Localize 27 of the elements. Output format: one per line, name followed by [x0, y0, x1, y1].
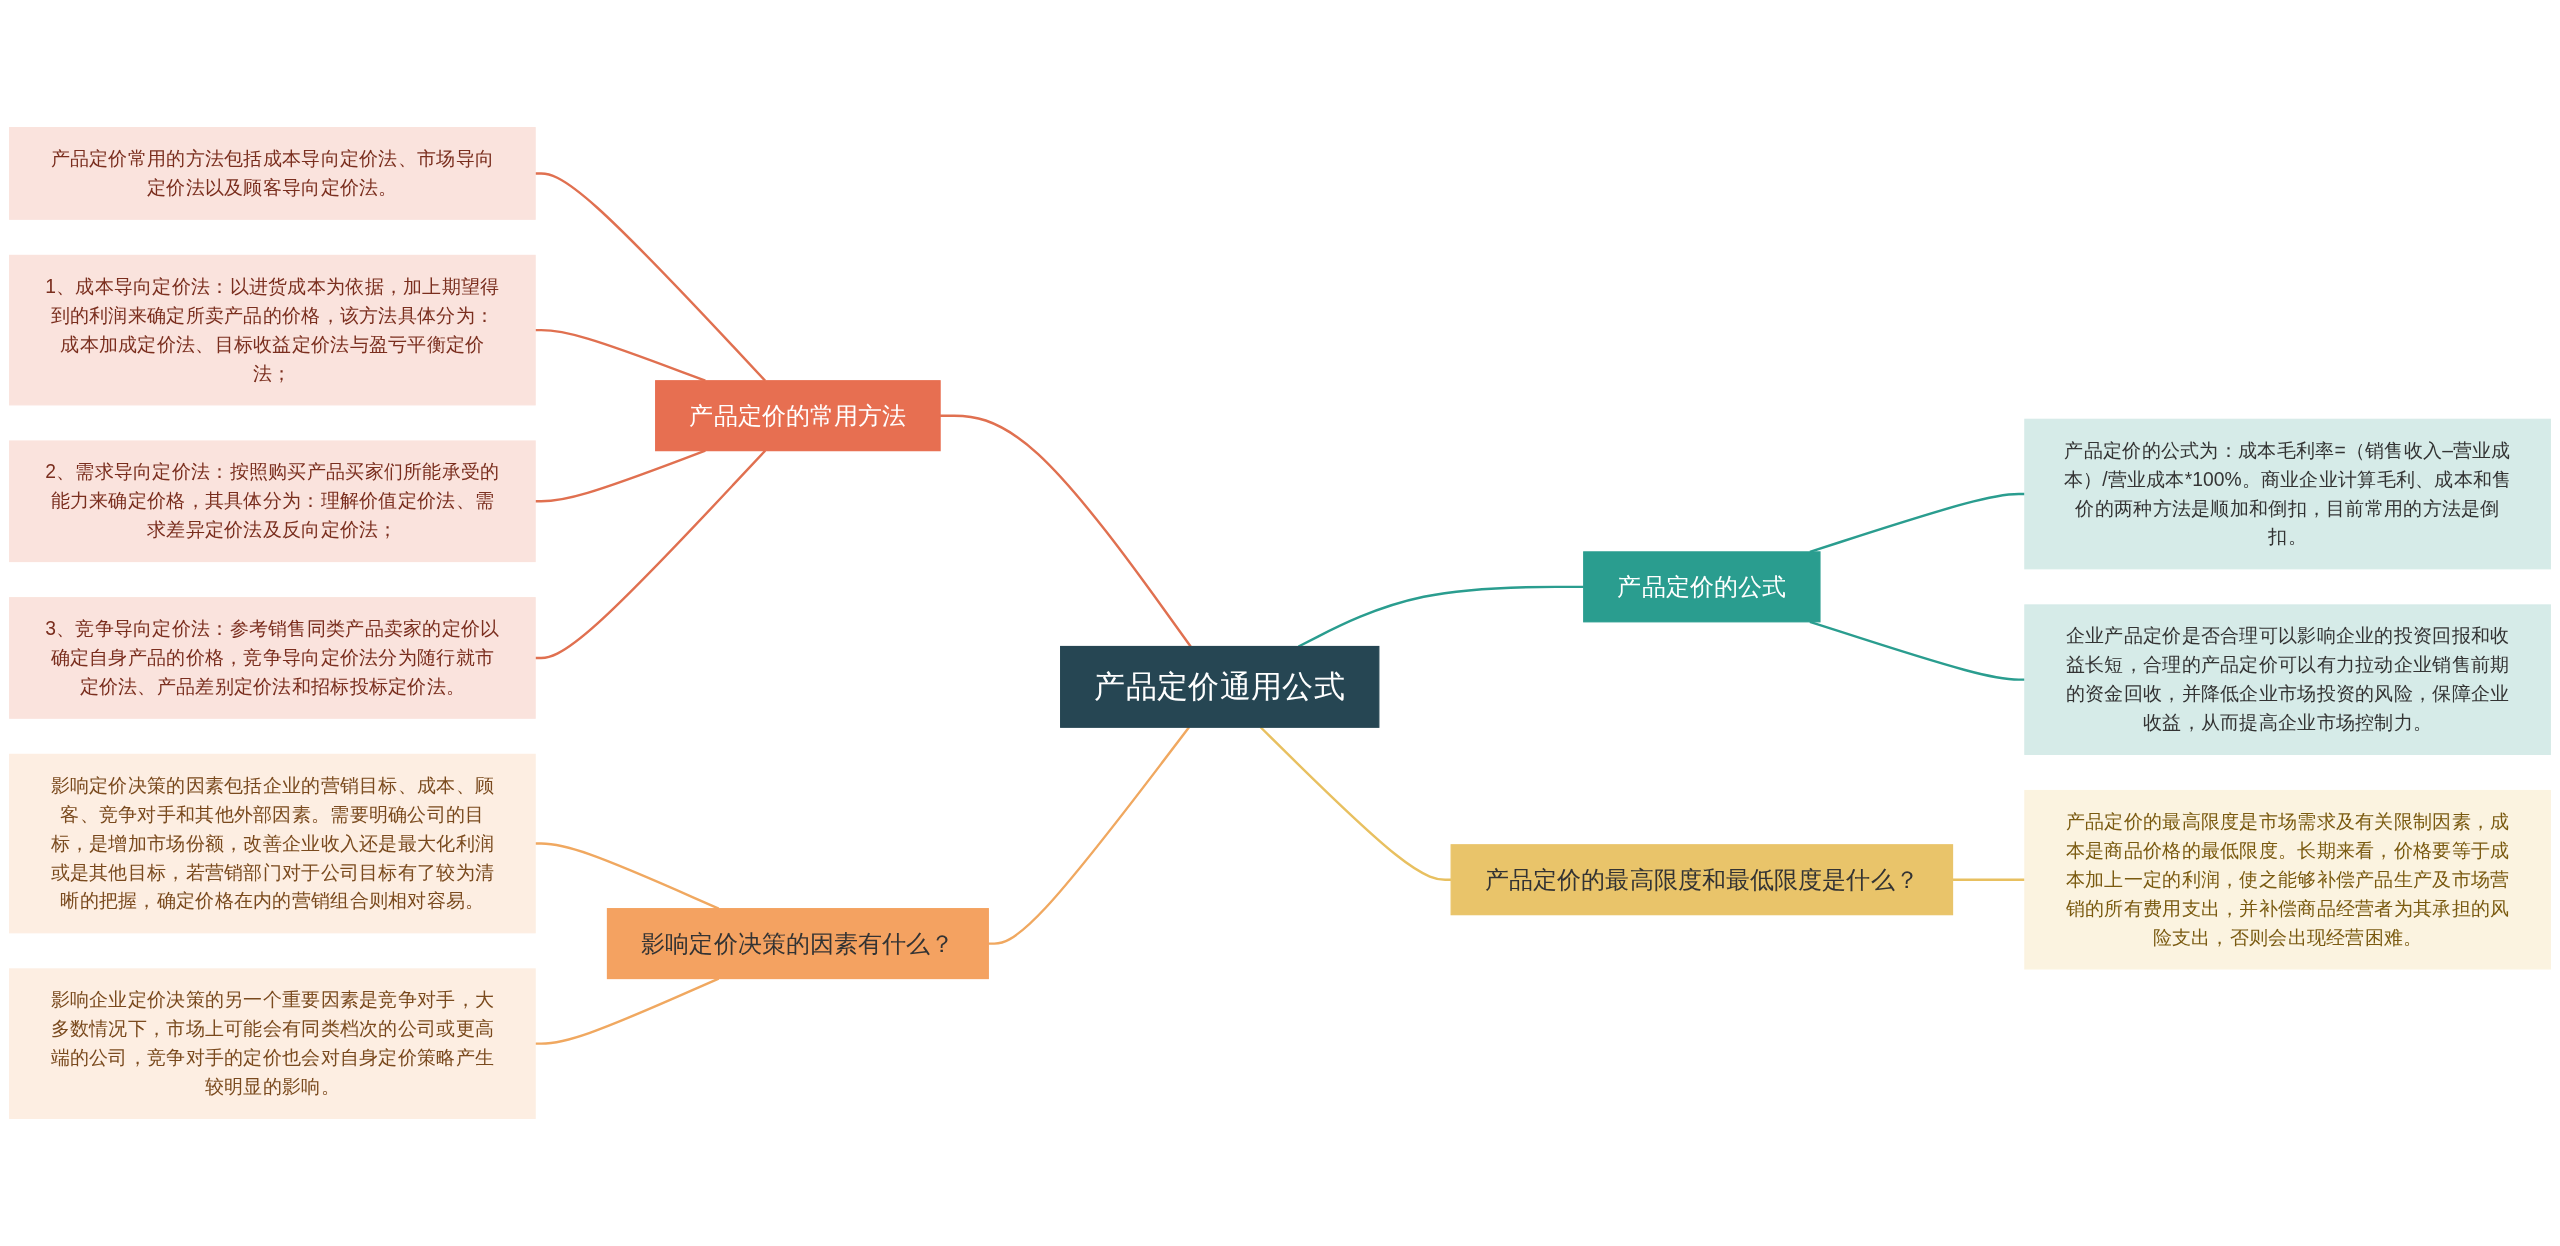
- node-box: 产品定价的最高限度是市场需求及有关限制因素，成本是商品价格的最低限度。长期来看，价格要等于成本加上一定的利润，使之能够补偿产品生产及市场营销的所有费用支出，并补偿商品经营者为其承担的风险支出，否则会出现经营困难。: [2024, 789, 2551, 970]
- connector: [988, 726, 1190, 945]
- node-box: 产品定价的公式: [1583, 551, 1821, 623]
- node-box: 影响定价决策的因素包括企业的营销目标、成本、顾客、竞争对手和其他外部因素。需要明确公司的目标，是增加市场份额，改善企业收入还是最大化利润或是其他目标，若营销部门对于公司目标有了较为清晰的把握，确定价格在内的营销组合则相对容易。: [9, 753, 536, 934]
- connector: [535, 449, 706, 503]
- node-box: 影响定价决策的因素有什么？: [606, 908, 989, 980]
- node-box: 1、成本导向定价法：以进货成本为依据，加上期望得到的利润来确定所卖产品的价格，该方法具体分为：成本加成定价法、目标收益定价法与盈亏平衡定价法；: [9, 254, 536, 406]
- connector: [1809, 620, 2025, 681]
- connector: [940, 414, 1192, 648]
- node-box: 3、竞争导向定价法：参考销售同类产品卖家的定价以确定自身产品的价格，竞争导向定价法分为随行就市定价法、产品差别定价法和招标投标定价法。: [9, 597, 536, 719]
- connector: [1259, 726, 1452, 881]
- node-box: 产品定价的最高限度和最低限度是什么？: [1450, 844, 1954, 916]
- connector: [535, 977, 720, 1045]
- node-box: 企业产品定价是否合理可以影响企业的投资回报和收益长短，合理的产品定价可以有力拉动企业销售前期的资金回收，并降低企业市场投资的风险，保障企业收益，从而提高企业市场控制力。: [2024, 604, 2551, 755]
- node-box: 产品定价常用的方法包括成本导向定价法、市场导向定价法以及顾客导向定价法。: [9, 127, 536, 220]
- connector: [535, 172, 767, 382]
- node-box: 产品定价通用公式: [1060, 645, 1380, 728]
- connector: [1952, 878, 2025, 881]
- connector: [535, 449, 767, 660]
- node-box: 产品定价的公式为：成本毛利率=（销售收入–营业成本）/营业成本*100%。商业企业计算毛利、成本和售价的两种方法是顺加和倒扣，目前常用的方法是倒扣。: [2024, 418, 2551, 570]
- connector: [535, 842, 720, 910]
- connector: [1298, 585, 1584, 648]
- node-box: 影响企业定价决策的另一个重要因素是竞争对手，大多数情况下，市场上可能会有同类档次的公司或更高端的公司，竞争对手的定价也会对自身定价策略产生较明显的影响。: [9, 968, 536, 1119]
- node-box: 产品定价的常用方法: [655, 380, 941, 452]
- node-box: 2、需求导向定价法：按照购买产品买家们所能承受的能力来确定价格，其具体分为：理解价值定价法、需求差异定价法及反向定价法；: [9, 440, 536, 563]
- connector: [535, 328, 706, 382]
- connector: [1809, 492, 2025, 554]
